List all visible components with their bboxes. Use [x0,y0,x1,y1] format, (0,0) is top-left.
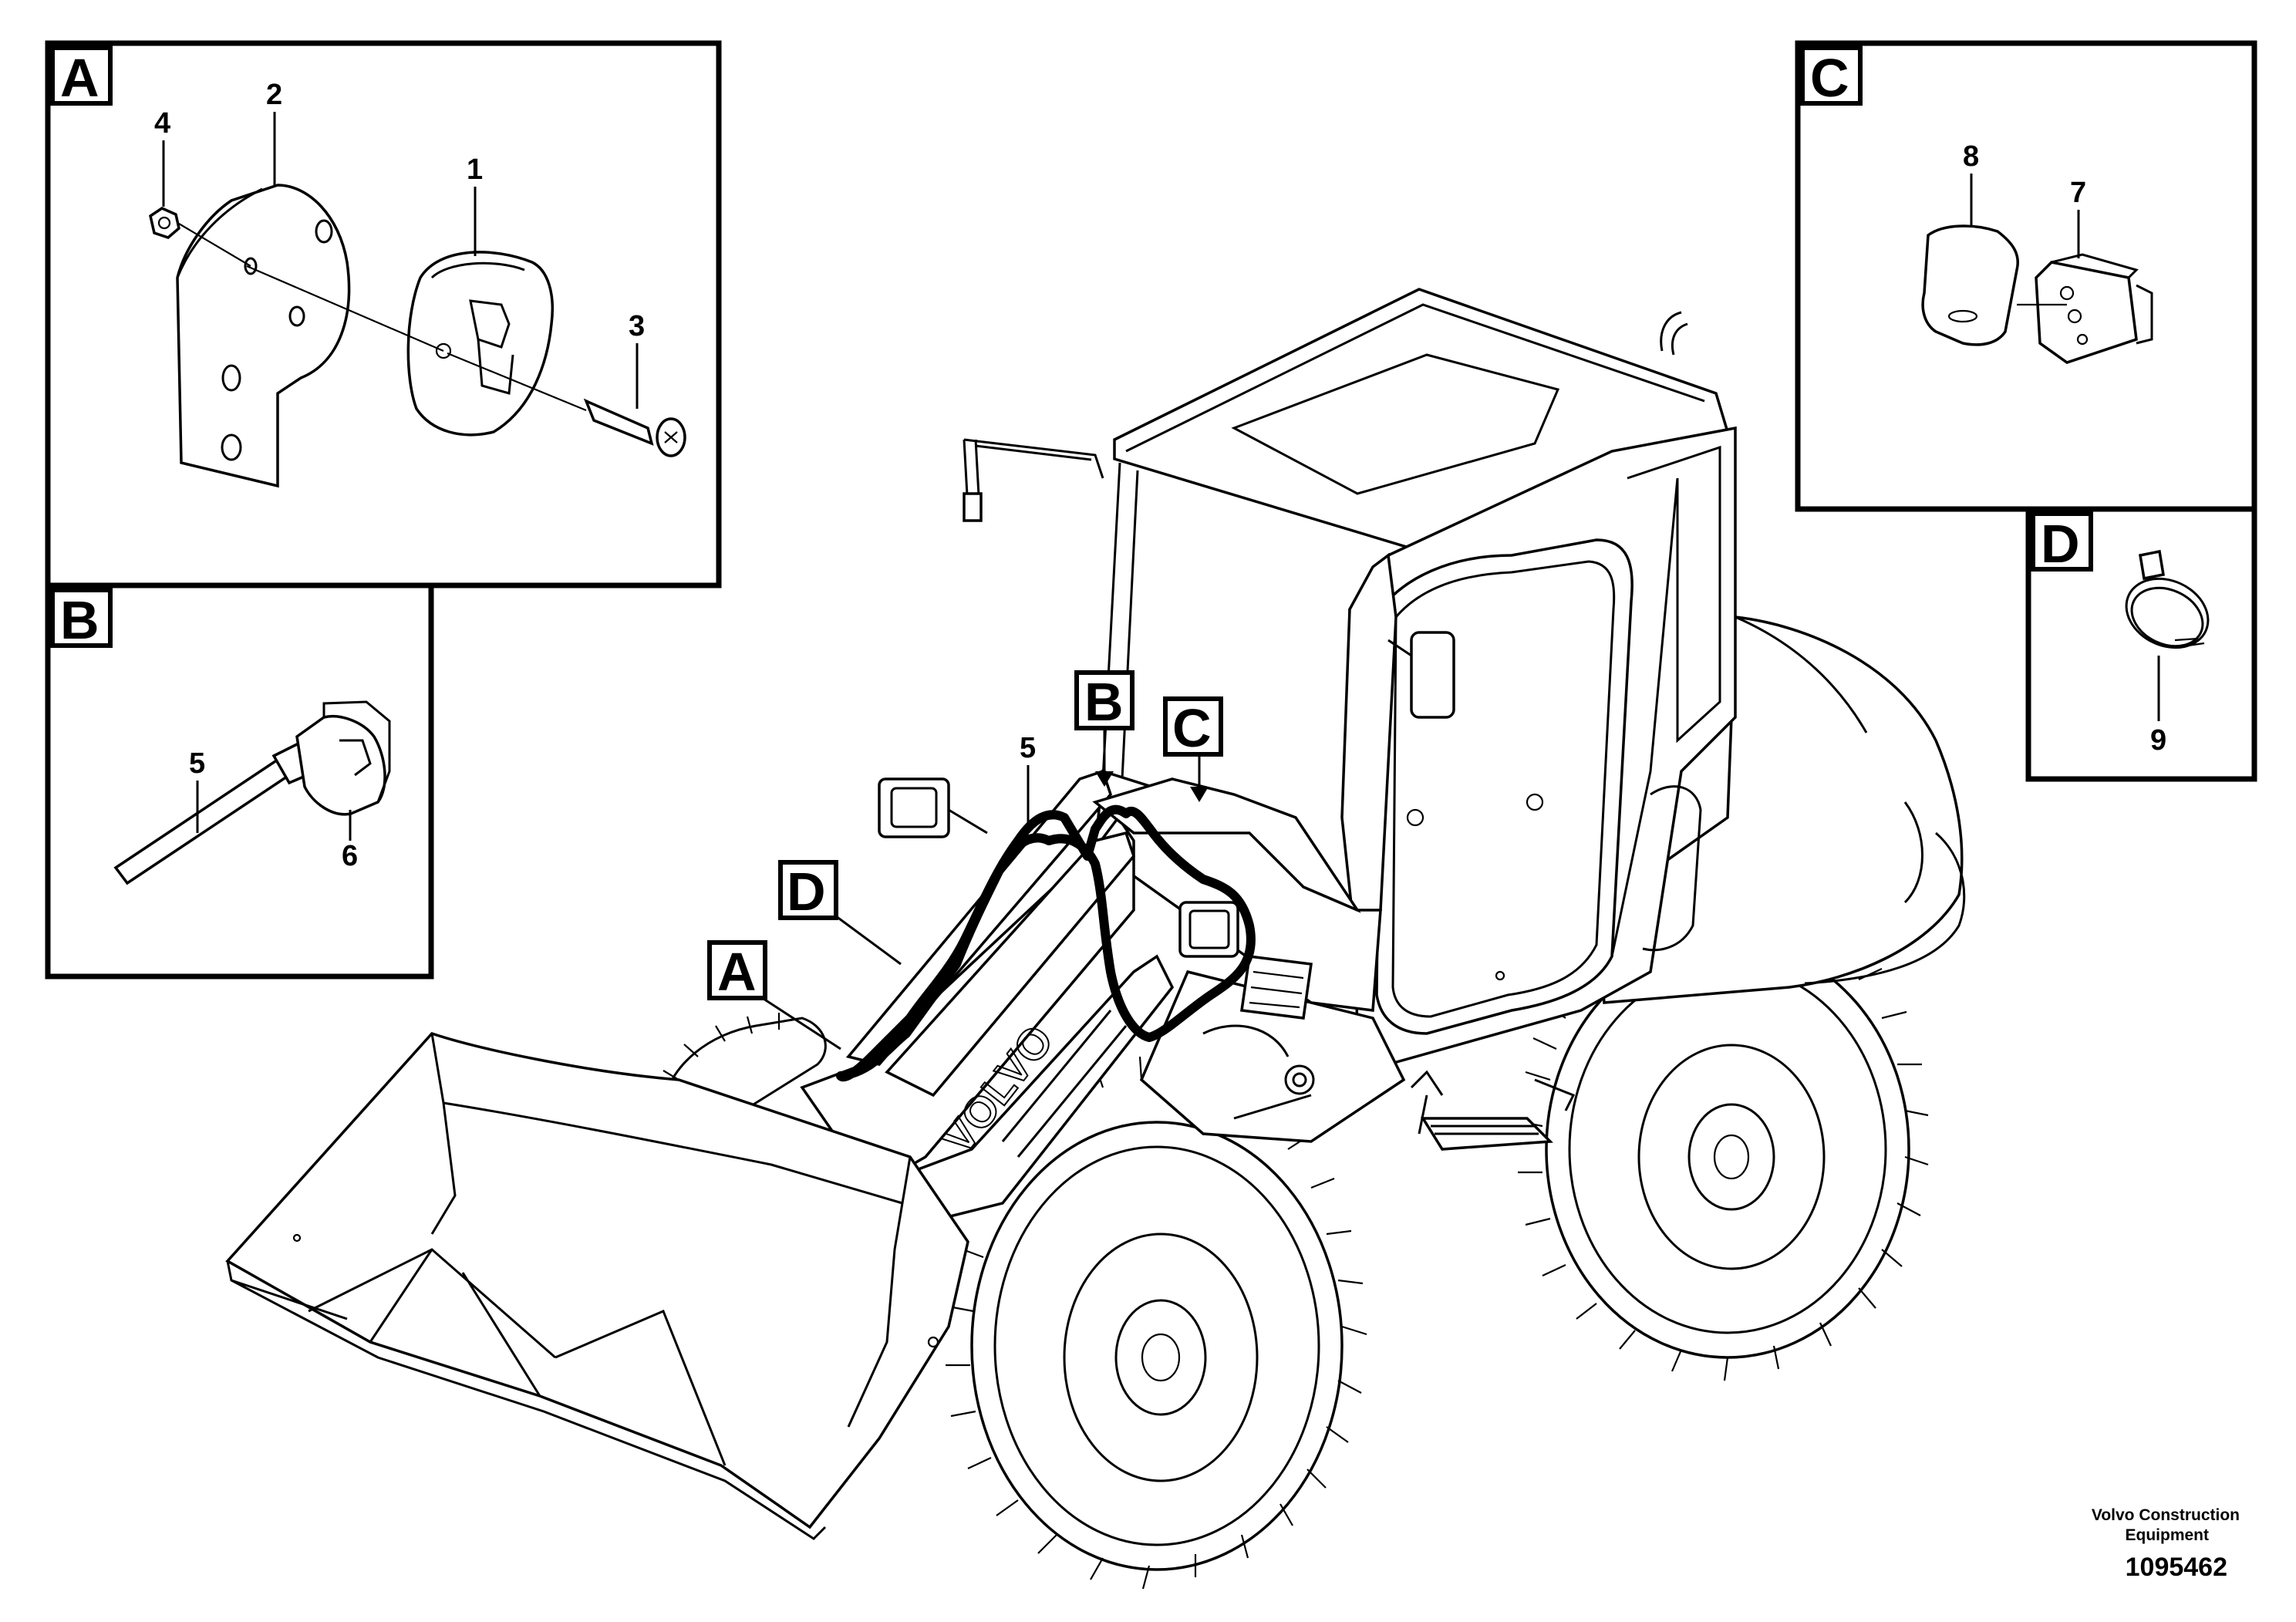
machine-callout-cable: 5 [1020,732,1036,764]
detail-panel-c: C 8 7 [1795,40,2257,512]
wheel-loader-illustration: VOLVO [225,288,1966,1590]
callout-connector: 6 [342,840,358,872]
panel-tag: C [1810,48,1849,108]
panel-tag: D [2041,514,2080,574]
far-front-wheel [662,1017,827,1143]
drawing-number: 1095462 [2126,1553,2227,1582]
callout-cable: 5 [189,747,205,780]
chassis [1139,969,1576,1151]
panel-tag-box [50,46,113,106]
company-line-1: Volvo Construction [2092,1506,2240,1524]
drawing-footer: Volvo Construction Equipment 1095462 [2092,1506,2240,1582]
machine-tag-b: B [1084,672,1124,732]
panel-tag-box [2031,511,2093,572]
front-wheel [946,1056,1367,1590]
callout-screw: 3 [629,310,645,342]
detail-panel-a: A 4 2 1 3 [45,40,722,588]
screw [583,398,654,446]
callout-nut: 4 [154,107,170,140]
callout-switch: 7 [2070,177,2086,209]
rear-wheel [1517,887,1929,1381]
callout-bracket: 2 [266,79,282,111]
panel-tag: A [60,48,99,108]
cable-route-highlight [836,804,1256,1082]
machine-tag-a: A [717,942,757,1002]
callout-switch-cap: 8 [1963,140,1979,173]
machine-tag-c: C [1172,698,1212,758]
detail-panel-b: B 5 6 [45,582,434,980]
machine-detail-tags: A D B C 5 [707,670,1223,1050]
panel-tag: B [60,590,99,650]
hose-clamp [2125,577,2210,649]
engine-hood [1595,615,1966,1004]
machine-tag-d: D [787,862,826,922]
operator-cab [963,288,1737,1066]
bucket [225,1031,969,1540]
callout-clamp: 9 [2150,724,2166,757]
nut [149,207,180,239]
switch-cap [1921,224,2019,346]
front-cover [1092,777,1361,913]
panel-tag-box [50,588,113,648]
mounting-bracket [176,184,351,488]
panel-tag-box [1800,46,1863,106]
company-line-2: Equipment [2126,1526,2210,1544]
callout-beacon-housing: 1 [467,153,483,186]
detail-panel-d: D 9 [2025,506,2257,782]
